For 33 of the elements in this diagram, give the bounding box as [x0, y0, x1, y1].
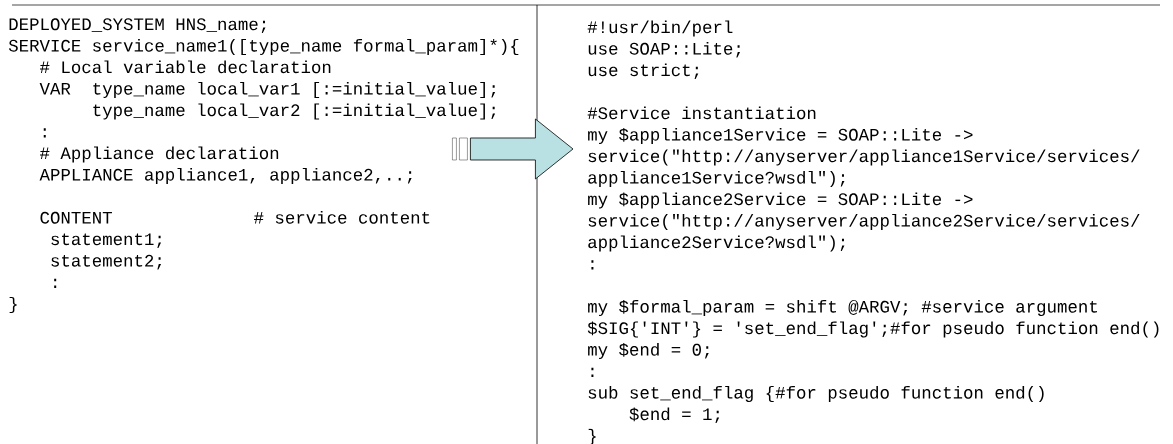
code-line: service("http://anyserver/appliance1Service/services/: [588, 149, 1140, 166]
code-line: DEPLOYED_SYSTEM HNS_name;: [9, 18, 266, 34]
code-line: service("http://anyserver/appliance2Service/services/: [588, 213, 1140, 231]
code-line: type_name local_var1 [:=initial_value];: [93, 81, 496, 99]
code-line: SERVICE service_name1([type_name formal_param]*){: [8, 38, 519, 56]
code-line: APPLIANCE appliance1, appliance2,..;: [39, 167, 412, 185]
code-line: # service content: [254, 210, 430, 224]
code-line: appliance1Service?wsdl");: [588, 170, 845, 188]
code-line: #Service instantiation: [587, 106, 816, 120]
code-line: use strict;: [588, 63, 699, 80]
code-line: use SOAP::Lite;: [588, 41, 741, 58]
code-line: $SIG{'INT'} = 'set_end_flag';#for pseudo function end(): [587, 321, 1159, 338]
code-line: statement1;: [51, 233, 162, 249]
code-line: VAR: [39, 83, 71, 95]
code-line: my $formal_param = shift @ARGV; #service argument: [588, 299, 1097, 317]
code-line: :: [43, 128, 46, 138]
code-line: $end = 1;: [629, 407, 720, 424]
code-line: statement2;: [51, 254, 162, 270]
code-line: #!usr/bin/perl: [587, 20, 733, 37]
code-line: type_name local_var2 [:=initial_value];: [93, 103, 496, 120]
code-line: # Local variable declaration: [40, 60, 331, 74]
code-line: :: [591, 260, 594, 270]
block-arrow: [452, 118, 574, 180]
code-line: }: [9, 296, 17, 314]
code-line: appliance2Service?wsdl");: [588, 235, 845, 252]
code-line: sub set_end_flag {#for pseudo function end(): [588, 385, 1044, 403]
code-line: :: [591, 367, 594, 377]
code-line: CONTENT: [40, 211, 112, 224]
code-line: # Appliance declaration: [40, 146, 279, 163]
code-line: my $appliance2Service = SOAP::Lite ->: [588, 192, 973, 209]
code-line: my $appliance1Service = SOAP::Lite ->: [588, 127, 973, 145]
code-line: my $end = 0;: [588, 342, 709, 360]
code-line: :: [54, 278, 57, 288]
